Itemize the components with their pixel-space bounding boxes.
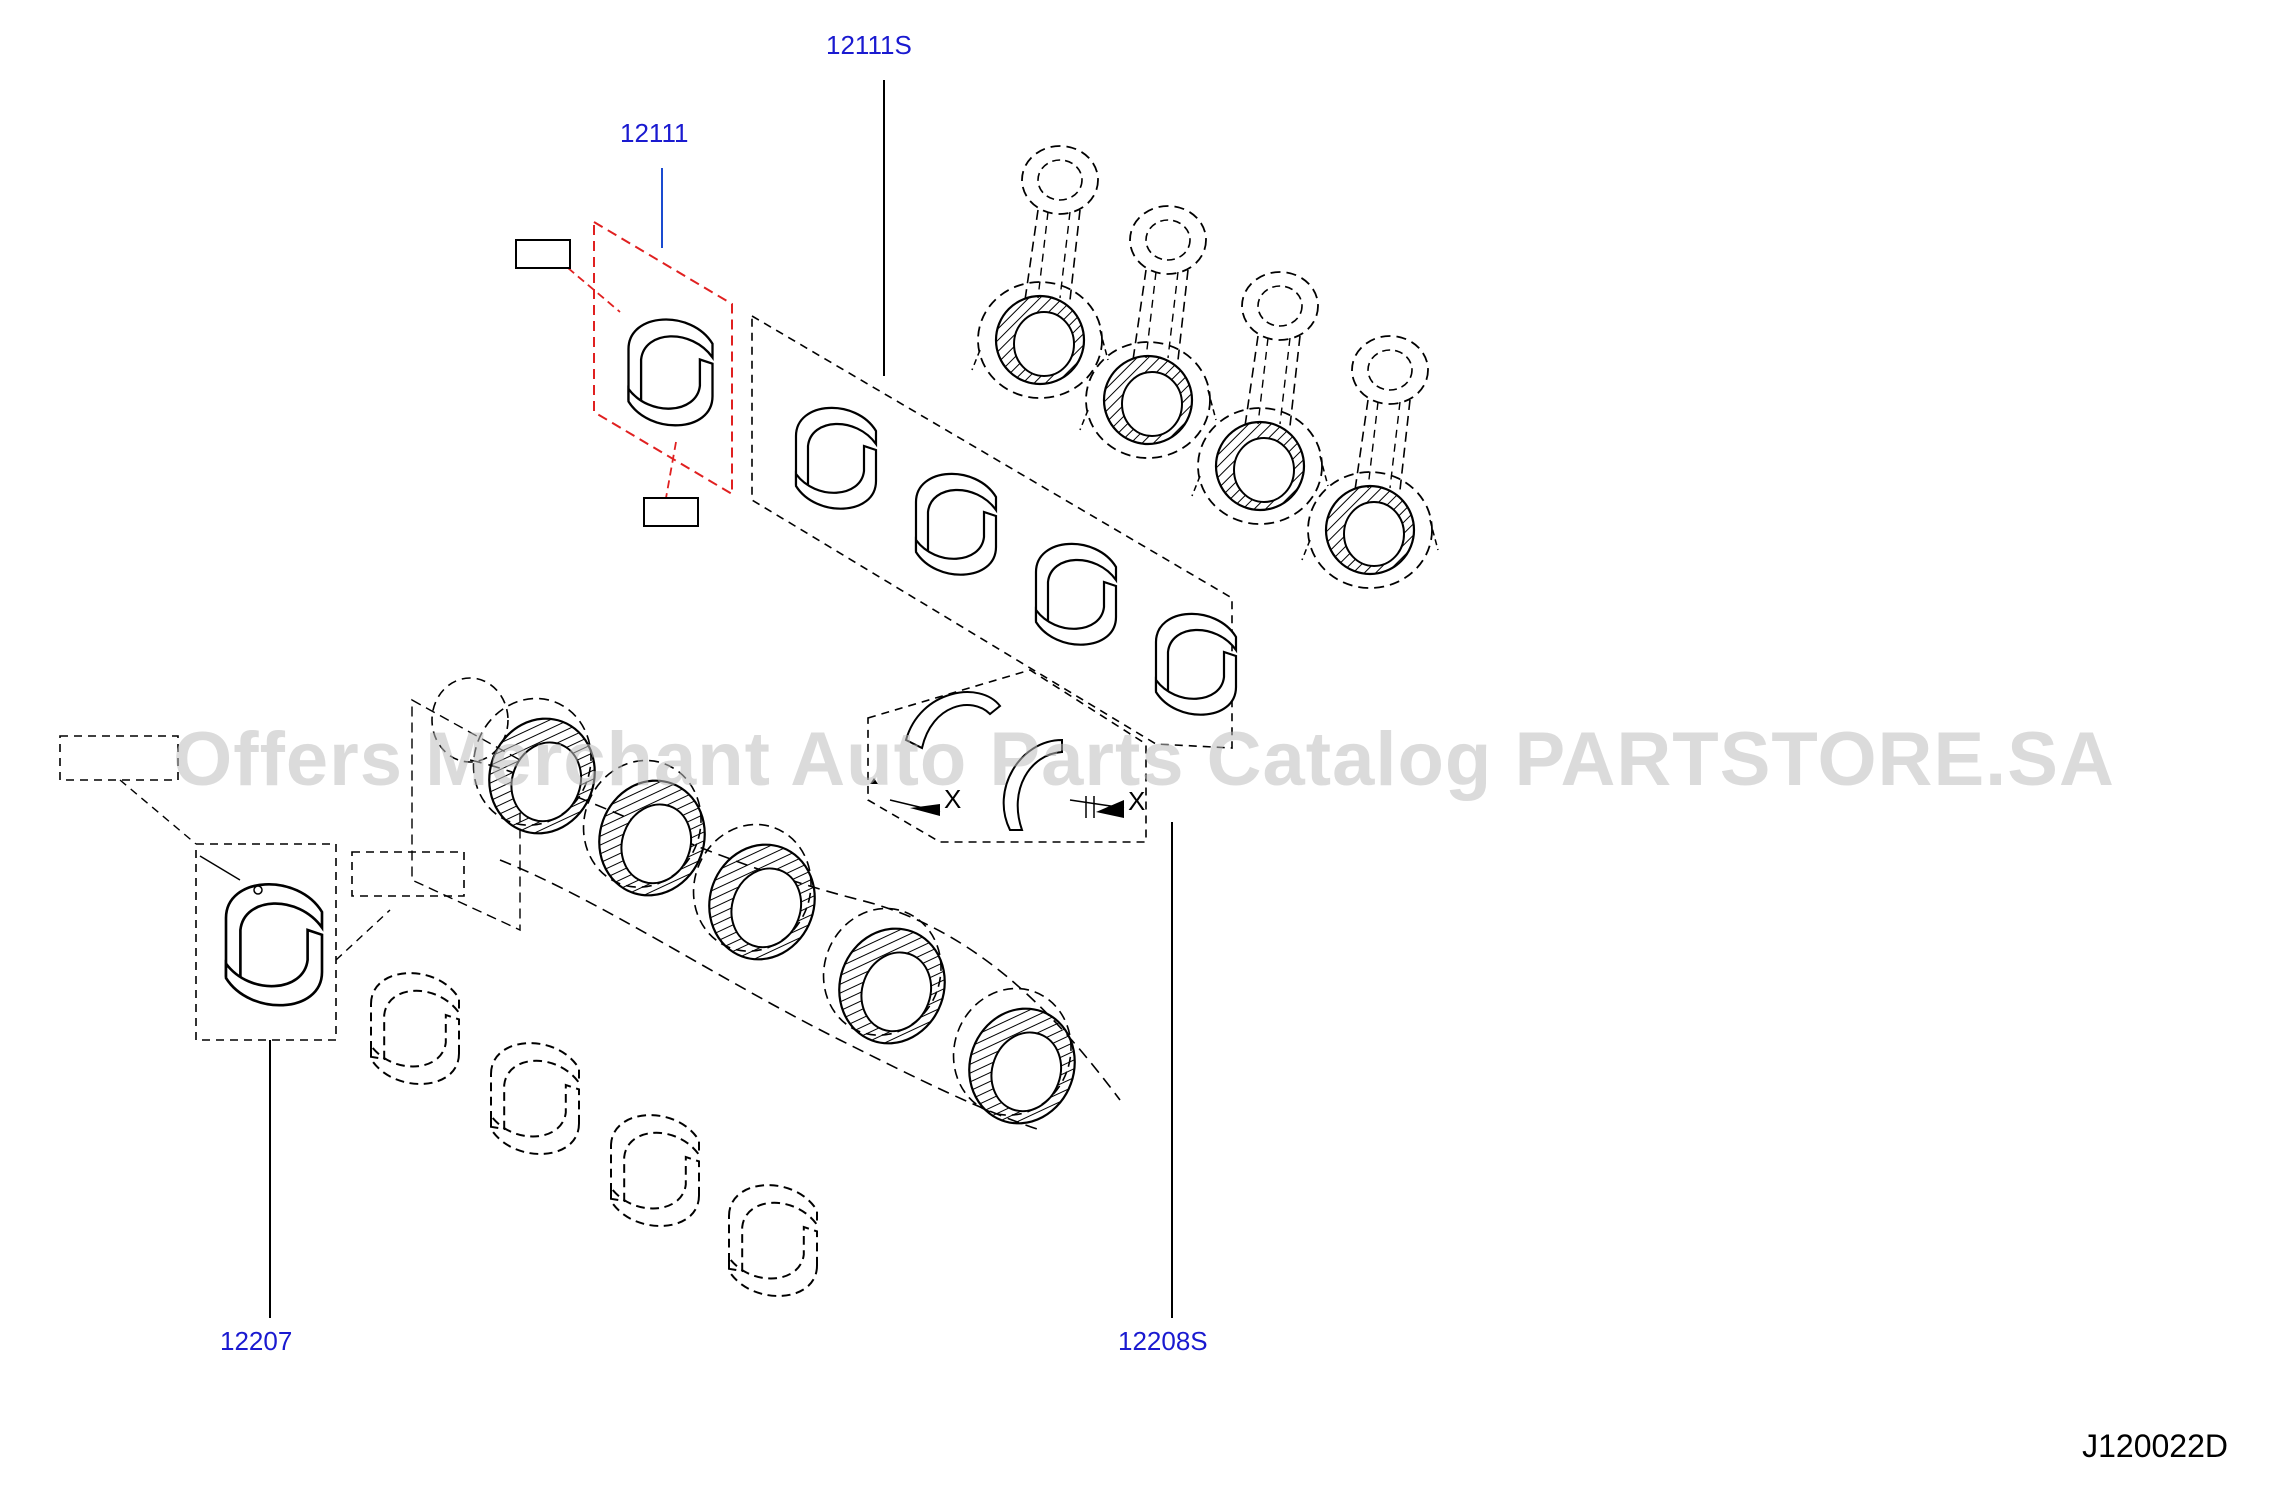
crankshaft bbox=[411, 677, 1121, 1140]
thrust-mark-left: X bbox=[944, 784, 961, 814]
callout-12208S[interactable]: 12208S bbox=[1118, 1326, 1208, 1356]
part-12111-frame[interactable] bbox=[515, 220, 733, 527]
leader-lines-black bbox=[269, 80, 1173, 1318]
callout-12207[interactable]: 12207 bbox=[220, 1326, 293, 1356]
label-box-bottom bbox=[643, 497, 699, 527]
thrust-washer-set[interactable]: X X bbox=[867, 669, 1147, 843]
callout-12111S[interactable]: 12111S bbox=[826, 30, 912, 60]
callout-12111[interactable]: 12111 bbox=[620, 118, 689, 148]
diagram-id: J120022D bbox=[2082, 1428, 2228, 1464]
main-bearing-set[interactable] bbox=[59, 735, 818, 1297]
connecting-rods bbox=[970, 144, 1440, 590]
conrod-bearing-set[interactable] bbox=[751, 314, 1238, 749]
thrust-mark-right: X bbox=[1128, 786, 1145, 816]
label-box-top bbox=[515, 239, 571, 269]
